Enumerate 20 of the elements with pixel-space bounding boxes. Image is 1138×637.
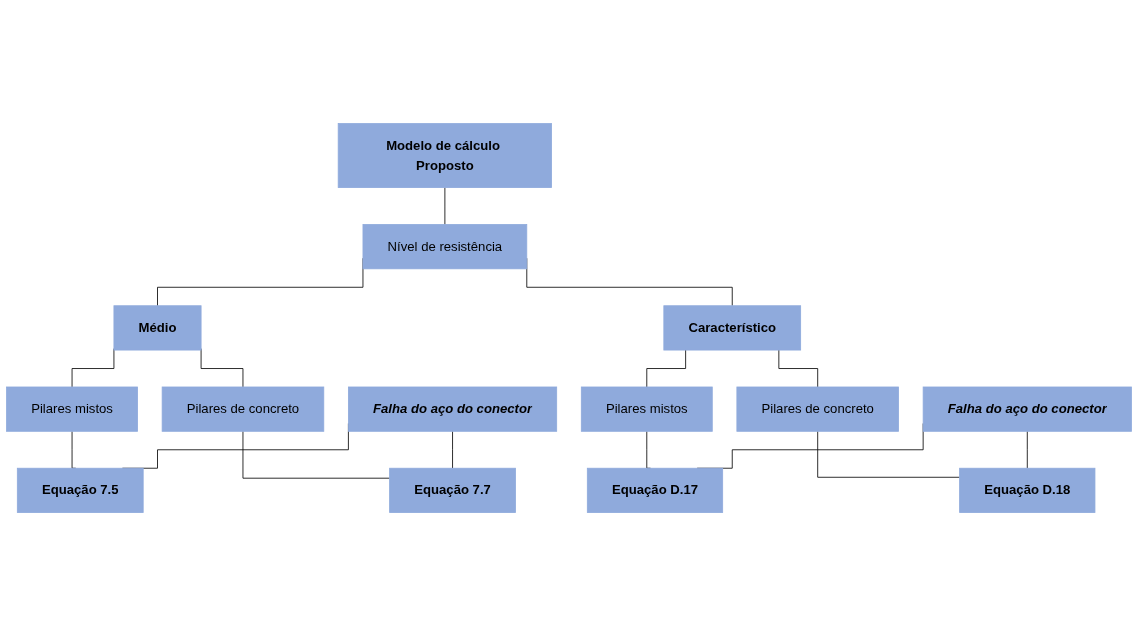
connector: [778, 350, 819, 388]
node-box: Pilares mistos: [580, 387, 713, 433]
node-box: Pilares mistos: [6, 387, 138, 433]
node-box: Pilares de concreto: [161, 387, 325, 433]
connector: [646, 350, 687, 388]
node-box: Falha do aço do conector: [922, 387, 1132, 433]
connector: [242, 431, 391, 480]
node-box: Médio: [113, 305, 202, 351]
connector: [452, 431, 453, 470]
node-box: Falha do aço do conector: [348, 387, 558, 433]
connector: [817, 431, 960, 479]
node-box: Pilares de concreto: [736, 387, 899, 433]
node-box: Equação D.18: [959, 468, 1096, 514]
node-box: Equação D.17: [586, 468, 724, 514]
node-box: Característico: [663, 305, 802, 351]
node-box: Equação 7.5: [16, 468, 144, 514]
node-box: Modelo de cálculo Proposto: [337, 123, 552, 189]
node-box: Equação 7.7: [389, 468, 516, 514]
connector: [71, 348, 115, 388]
node-box: Nível de resistência: [362, 224, 528, 270]
